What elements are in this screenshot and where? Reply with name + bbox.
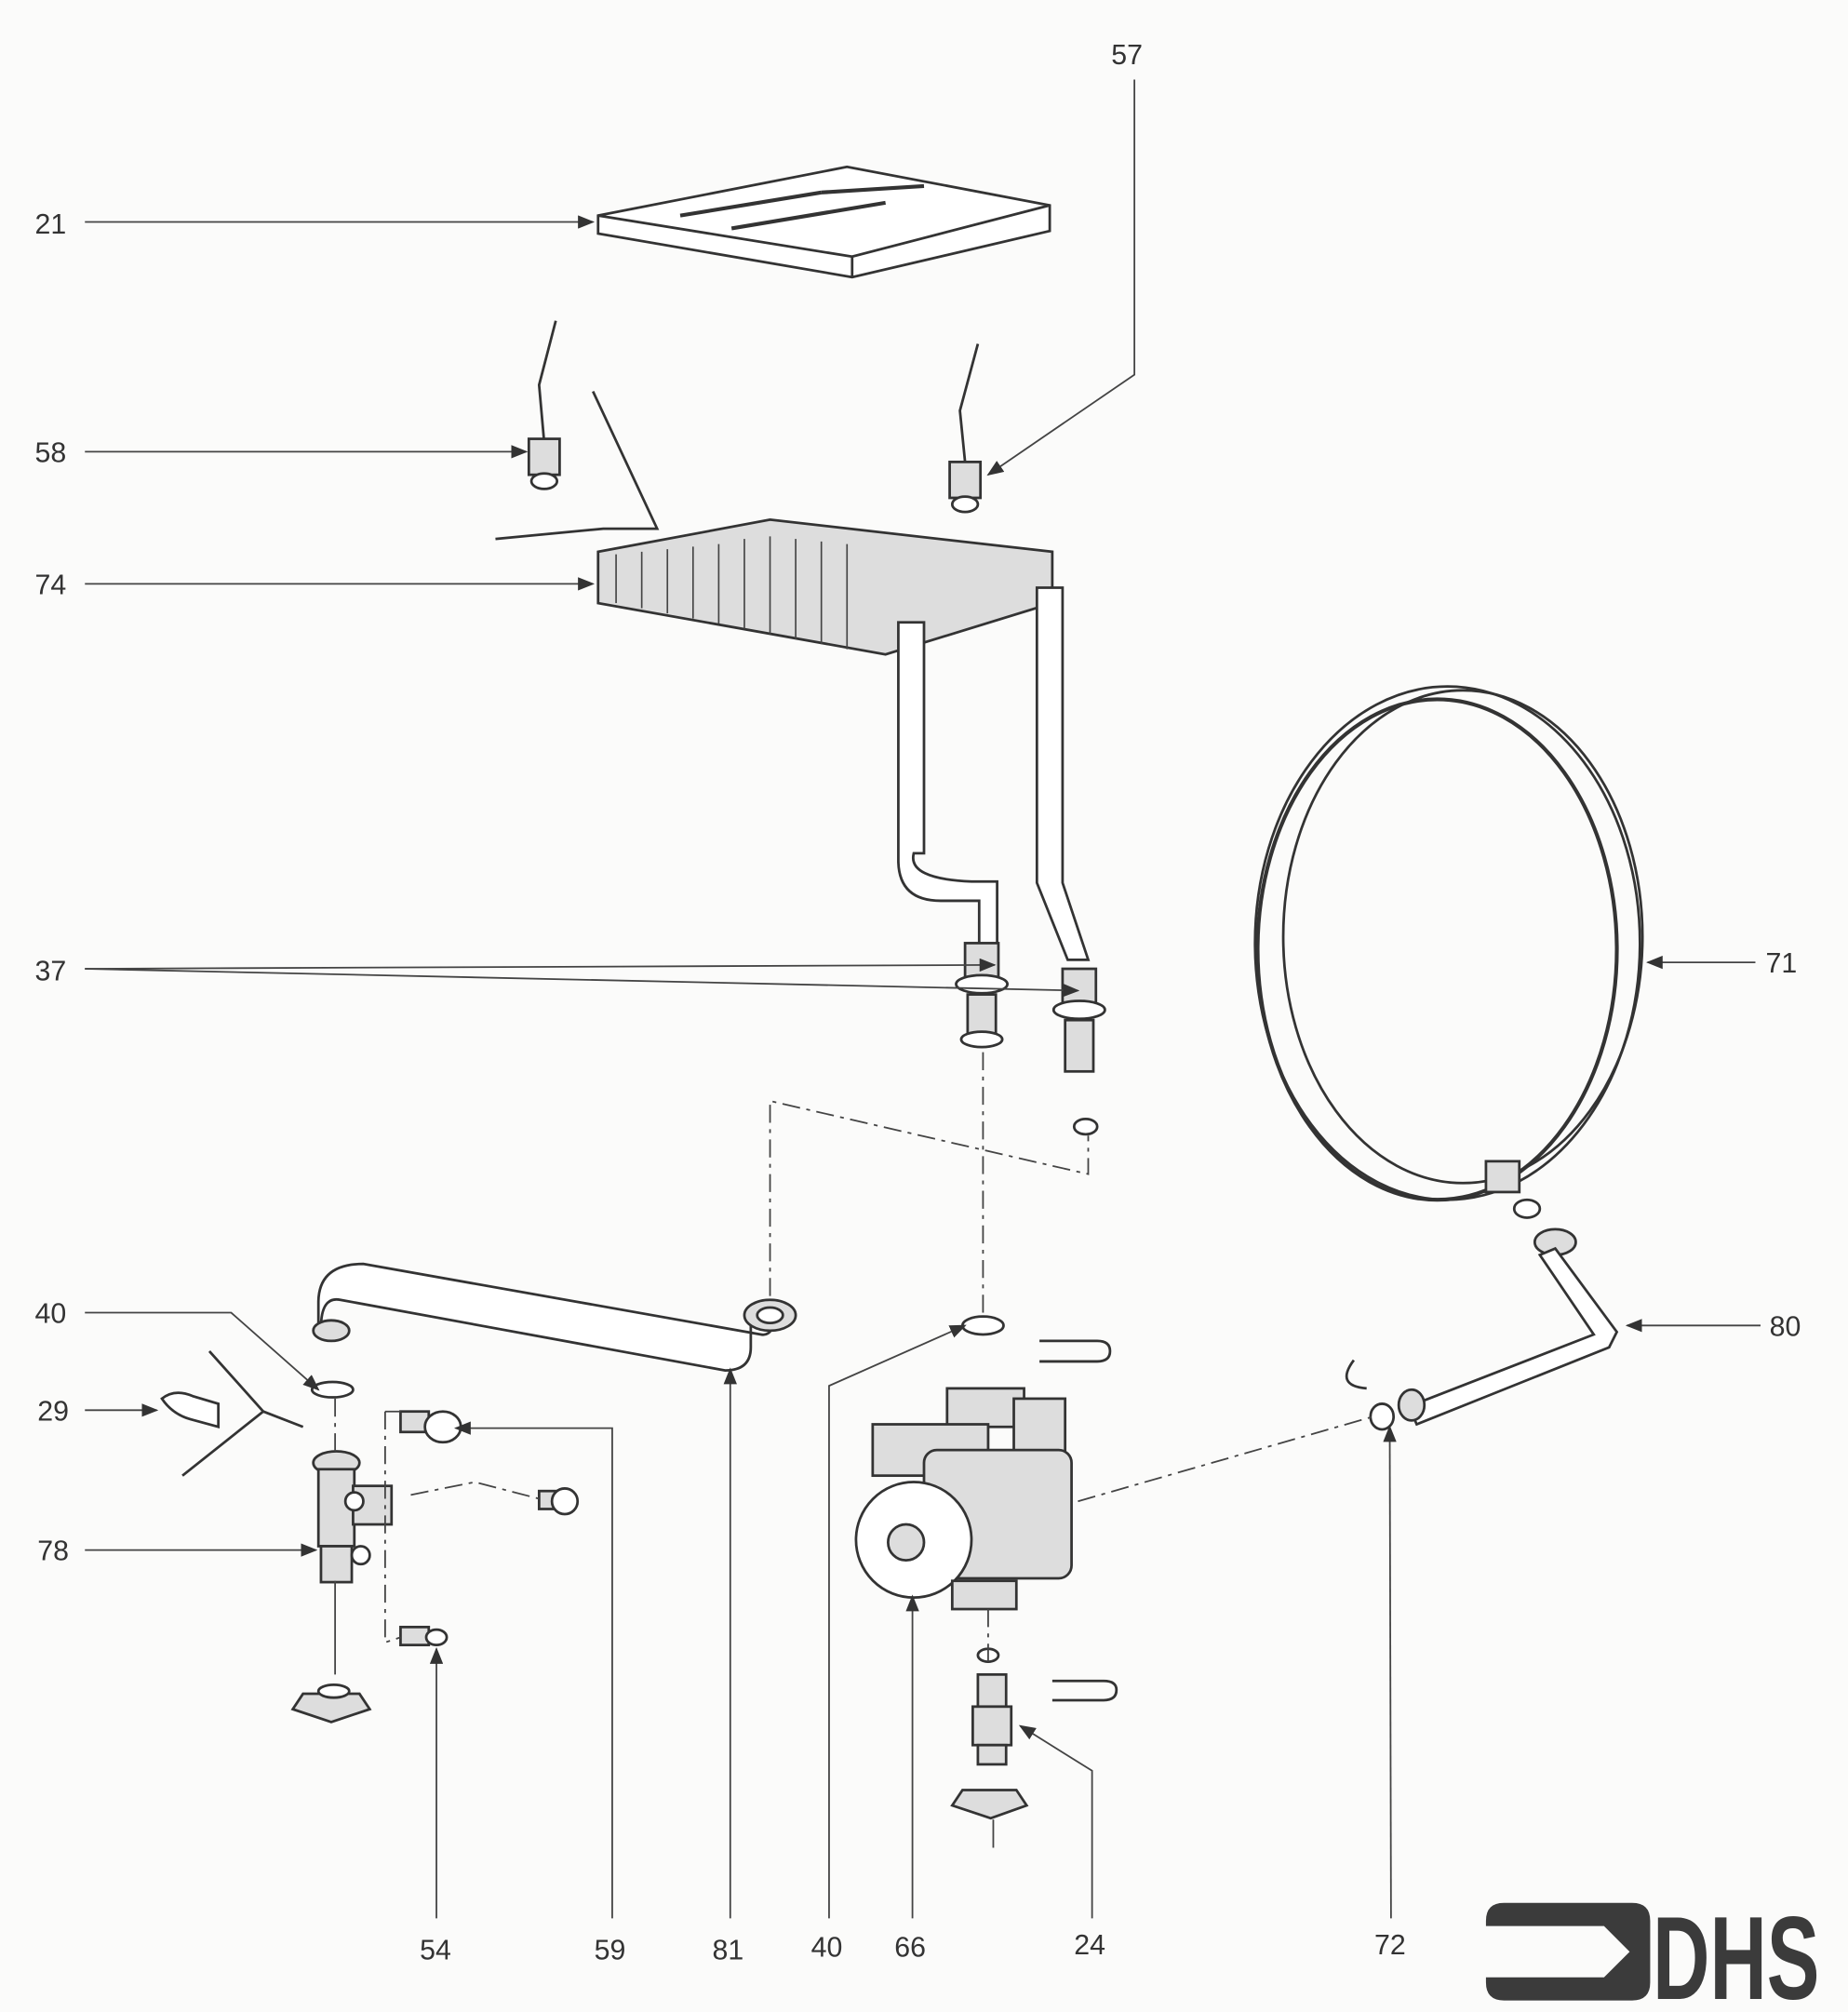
part-57-sensor — [948, 343, 983, 514]
part-78-manifold — [290, 1380, 394, 1724]
part-58-sensor — [527, 320, 561, 490]
part-21-panel — [596, 165, 1051, 279]
leader-lines — [85, 79, 1761, 1919]
label-59: 59 — [595, 1935, 626, 1965]
part-81-pipe — [312, 1262, 797, 1372]
part-37-fittings — [955, 942, 1106, 1136]
label-81: 81 — [712, 1935, 743, 1965]
label-40-left: 40 — [34, 1299, 66, 1330]
label-24: 24 — [1074, 1930, 1105, 1961]
label-78: 78 — [37, 1536, 69, 1567]
part-29-clip — [160, 1349, 304, 1477]
label-80: 80 — [1770, 1311, 1801, 1342]
part-54-sensor — [399, 1625, 449, 1647]
label-54: 54 — [420, 1935, 451, 1965]
label-74: 74 — [34, 570, 66, 600]
part-66-pump — [854, 1315, 1118, 1702]
label-29: 29 — [37, 1396, 69, 1427]
label-57: 57 — [1111, 40, 1143, 71]
label-58: 58 — [34, 437, 66, 468]
label-37: 37 — [34, 956, 66, 986]
label-66: 66 — [894, 1933, 926, 1964]
label-72: 72 — [1374, 1930, 1406, 1961]
part-74-heat-exchanger — [495, 390, 1091, 961]
logo-text: DHS — [1653, 1892, 1819, 2012]
label-40-bottom: 40 — [811, 1933, 843, 1964]
assembly-lines — [334, 1052, 1373, 1669]
label-21: 21 — [34, 209, 66, 240]
part-24-fitting — [950, 1672, 1029, 1848]
label-71: 71 — [1766, 948, 1798, 979]
part-71-expansion-vessel — [1253, 685, 1644, 1219]
part-59-sensor — [399, 1410, 462, 1444]
part-80-pipe — [1345, 1227, 1619, 1431]
dhs-logo: DHS — [1485, 1892, 1819, 2012]
bolt — [537, 1487, 580, 1516]
